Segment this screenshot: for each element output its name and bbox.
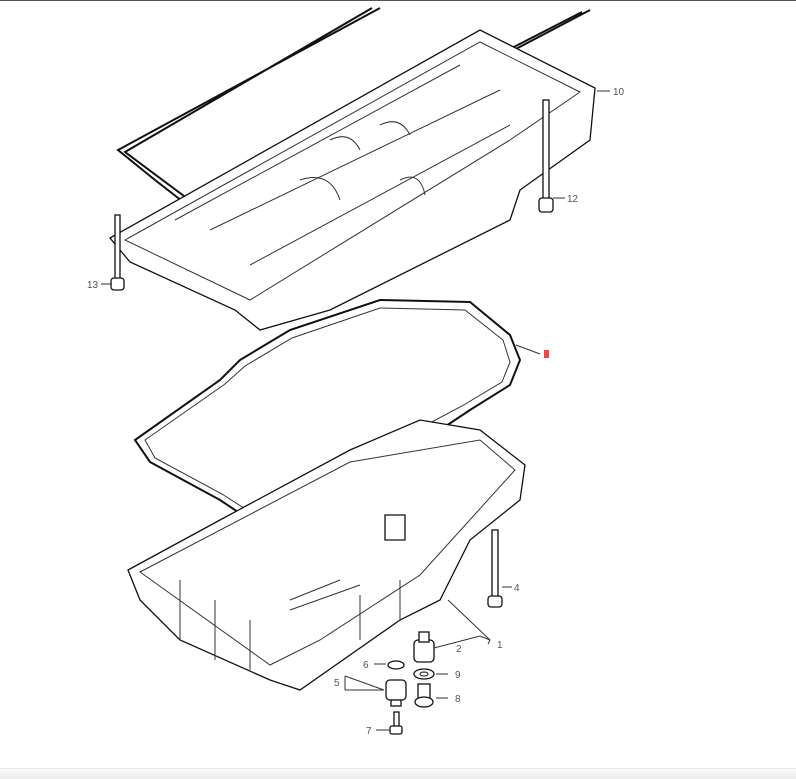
upper-oil-pan <box>109 29 596 331</box>
top-border <box>0 0 796 1</box>
callout-12[interactable]: 12 <box>567 194 579 205</box>
callout-1[interactable]: 1 <box>497 640 503 651</box>
drain-plug-2 <box>413 631 435 663</box>
lower-oil-pan <box>127 419 526 691</box>
screw-7 <box>389 711 403 735</box>
footer-bar <box>0 768 796 779</box>
plug-8 <box>414 683 434 708</box>
callout-2[interactable]: 2 <box>456 644 462 655</box>
sensor-5 <box>385 679 407 707</box>
washer-9 <box>413 668 435 680</box>
callout-13[interactable]: 13 <box>87 280 99 291</box>
callout-6[interactable]: 6 <box>363 660 369 671</box>
bolt-4 <box>487 529 503 608</box>
callout-8[interactable]: 8 <box>455 694 461 705</box>
callout-5[interactable]: 5 <box>334 678 340 689</box>
callout-7[interactable]: 7 <box>366 726 372 737</box>
o-ring-6 <box>387 660 405 670</box>
bolt-12 <box>538 99 554 213</box>
highlighted-callout-marker[interactable] <box>544 350 549 358</box>
callout-10[interactable]: 10 <box>613 87 625 98</box>
callout-9[interactable]: 9 <box>455 670 461 681</box>
callout-4[interactable]: 4 <box>514 583 520 594</box>
